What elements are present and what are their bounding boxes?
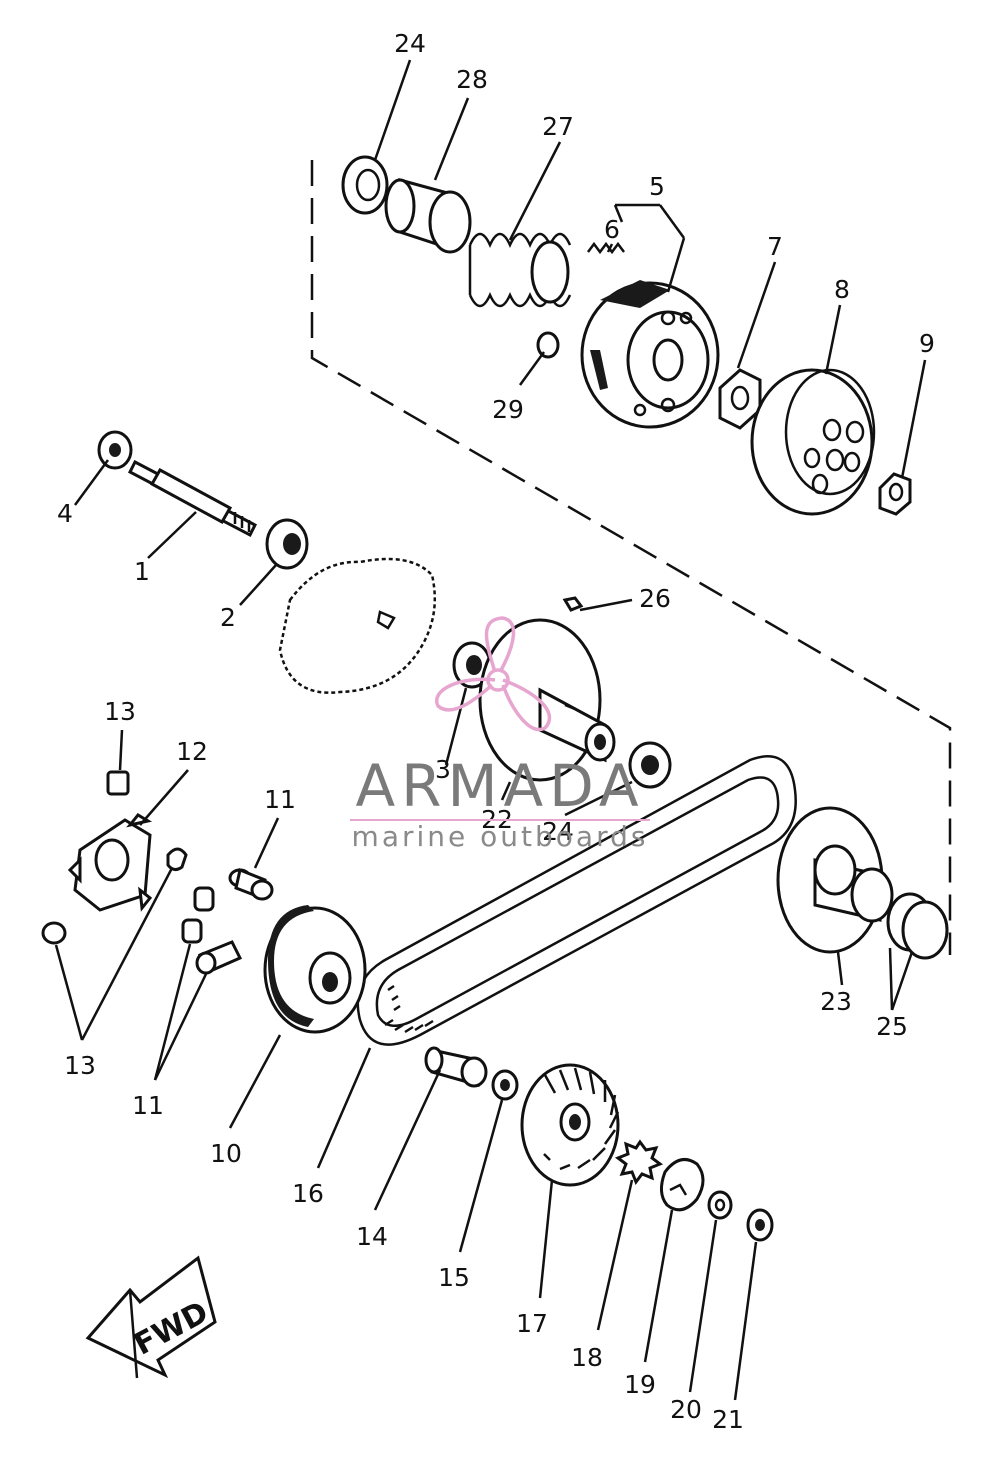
callout-24: 24 (394, 29, 426, 58)
callout-17: 17 (516, 1309, 548, 1338)
part-star-washer (614, 1139, 664, 1186)
part-o-rings (886, 892, 949, 960)
part-lock-washer (660, 1158, 705, 1212)
part-circlip (341, 155, 389, 215)
fwd-arrow-icon: FWD (85, 1255, 217, 1379)
callout-14: 14 (356, 1222, 388, 1251)
part-clutch-housing (750, 368, 876, 516)
callout-26: 26 (639, 584, 671, 613)
part-washer (536, 331, 560, 359)
callout-27: 27 (542, 112, 574, 141)
part-washer-15 (491, 1069, 519, 1101)
part-plain-washer (707, 1190, 733, 1220)
callout-29: 29 (492, 395, 524, 424)
part-slider-small (106, 770, 130, 796)
callout-21: 21 (712, 1405, 744, 1434)
callout-20: 20 (670, 1395, 702, 1424)
part-roller-weight-a (228, 867, 274, 901)
part-bearing-small (97, 430, 133, 470)
part-v-belt (356, 755, 797, 1046)
part-movable-sheave (263, 905, 367, 1034)
callout-19: 19 (624, 1370, 656, 1399)
callout-11-b: 11 (132, 1091, 164, 1120)
callout-11: 11 (264, 785, 296, 814)
callout-5: 5 (649, 172, 665, 201)
part-clutch-spring (587, 241, 625, 255)
part-pin (562, 596, 584, 612)
part-oil-seal-b (628, 741, 672, 789)
part-slider-b (41, 921, 67, 945)
propeller-logo-icon (434, 616, 552, 732)
part-fan (520, 1063, 620, 1187)
part-roller-weight-d (195, 940, 243, 975)
callout-13-b: 13 (64, 1051, 96, 1080)
part-compression-spring (468, 232, 572, 308)
part-nut-21 (746, 1208, 774, 1242)
watermark-tagline: marine outboards (352, 820, 649, 853)
callout-28: 28 (456, 65, 488, 94)
callout-1: 1 (134, 557, 150, 586)
part-bearing (265, 518, 309, 570)
callout-2: 2 (220, 603, 236, 632)
callout-10: 10 (210, 1139, 242, 1168)
callout-3: 3 (435, 755, 451, 784)
callout-8: 8 (834, 275, 850, 304)
part-cover-gasket (278, 557, 437, 694)
part-roller-weight-c (181, 918, 203, 944)
callout-23: 23 (820, 987, 852, 1016)
callout-7: 7 (767, 232, 783, 261)
callout-15: 15 (438, 1263, 470, 1292)
callout-24-b: 24 (542, 817, 574, 846)
armada-watermark: ARMADA marine outboards (350, 616, 650, 853)
assembly-dashed-frame (310, 160, 952, 955)
part-collar (384, 178, 472, 254)
part-cam (67, 813, 153, 912)
part-slider-a (166, 847, 188, 872)
callout-18: 18 (571, 1343, 603, 1372)
part-drive-shaft (128, 459, 257, 538)
part-clutch-carrier (580, 280, 720, 429)
watermark-brand: ARMADA (355, 752, 644, 820)
callout-12: 12 (176, 737, 208, 766)
part-housing-nut (878, 472, 912, 516)
callout-6: 6 (604, 215, 620, 244)
callout-9: 9 (919, 329, 935, 358)
part-roller-weight-b (193, 886, 215, 912)
callout-4: 4 (57, 499, 73, 528)
leader-lines (54, 59, 927, 1401)
callout-25: 25 (876, 1012, 908, 1041)
callout-16: 16 (292, 1179, 324, 1208)
callout-13: 13 (104, 697, 136, 726)
part-fixed-sheave (776, 806, 894, 954)
part-sleeve (424, 1046, 488, 1088)
